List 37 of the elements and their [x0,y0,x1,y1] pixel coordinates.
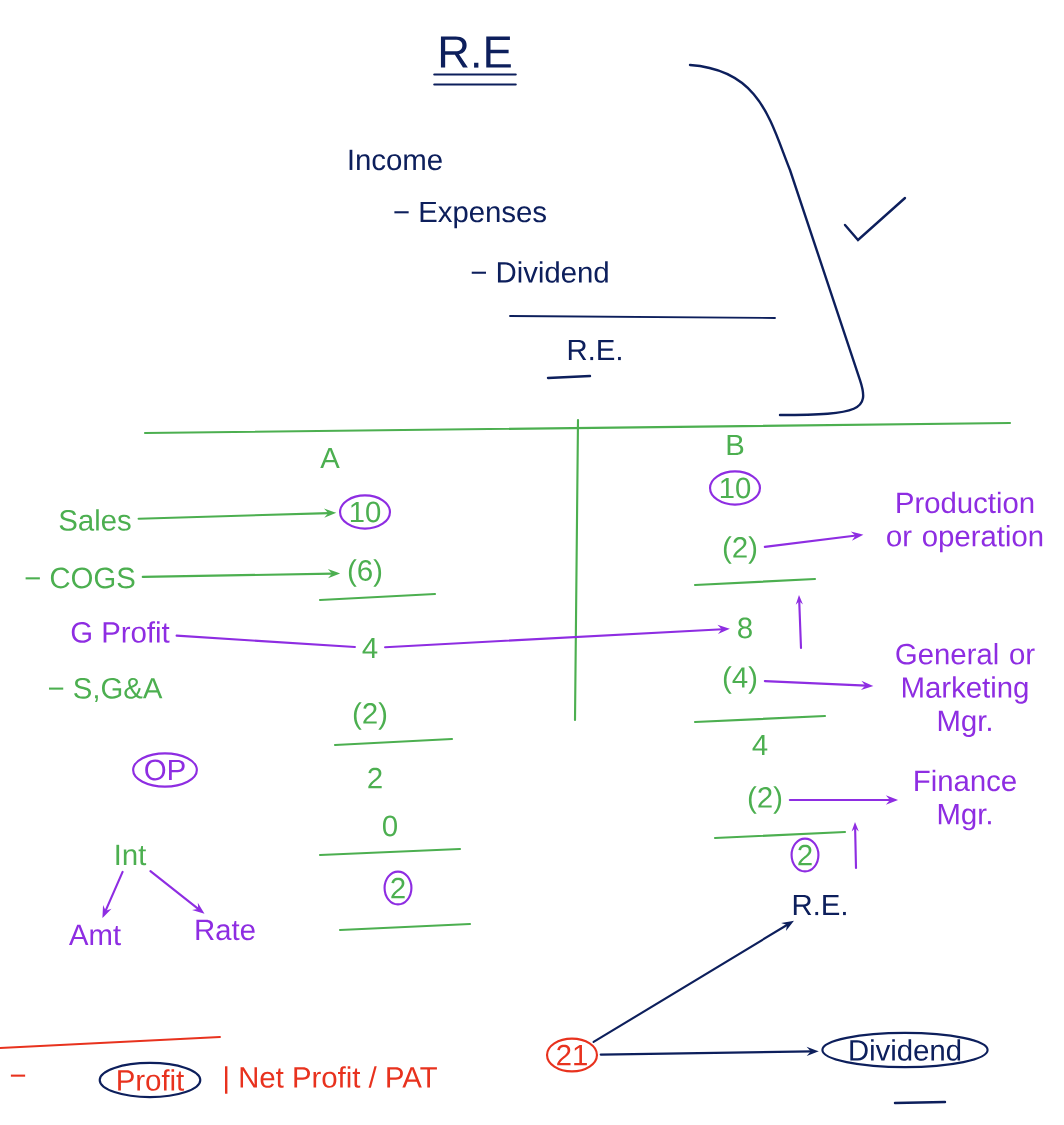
circled-label: Dividend [821,1031,989,1069]
number: (2) [723,536,757,564]
handwritten-label: | Net Profit / PAT [225,1066,437,1094]
number: (2) [748,786,782,814]
handwritten-label: R.E. [568,339,621,361]
handwritten-label: G Profit [71,621,170,643]
handwritten-label: − Dividend [471,261,608,283]
handwritten-label: Sales [59,509,131,531]
handwritten-label: Amt [69,924,121,946]
circled-number: 21 [545,1037,598,1073]
circled-label: Profit [98,1061,202,1099]
circled-label: OP [132,752,198,788]
column-heading: A [320,447,340,469]
circled-number: 10 [338,494,392,530]
handwritten-note: General or Marketing Mgr. [896,643,1035,737]
circled-number: 2 [383,870,413,906]
handwritten-label: Rate [196,919,255,941]
handwritten-label: − COGS [25,567,135,589]
handwritten-label: R.E. [793,894,846,916]
number: 8 [738,617,752,639]
number: (2) [353,702,387,730]
number: 2 [368,767,382,789]
number: 4 [752,734,768,756]
number: (4) [723,666,757,694]
handwritten-label: − [10,1074,26,1077]
circled-number: 10 [708,470,761,506]
handwritten-label: Int [116,844,147,866]
handwritten-label: − S,G&A [48,677,163,703]
number: (6) [348,559,382,587]
handwritten-label: Income [349,149,442,171]
title: R.E [440,36,511,68]
number: 4 [362,637,378,659]
handwritten-note: Production or operation [887,491,1043,553]
circled-number: 2 [790,837,820,873]
handwritten-note: Finance Mgr. [915,769,1016,831]
number: 0 [383,815,397,837]
handwritten-label: − Expenses [394,201,546,229]
